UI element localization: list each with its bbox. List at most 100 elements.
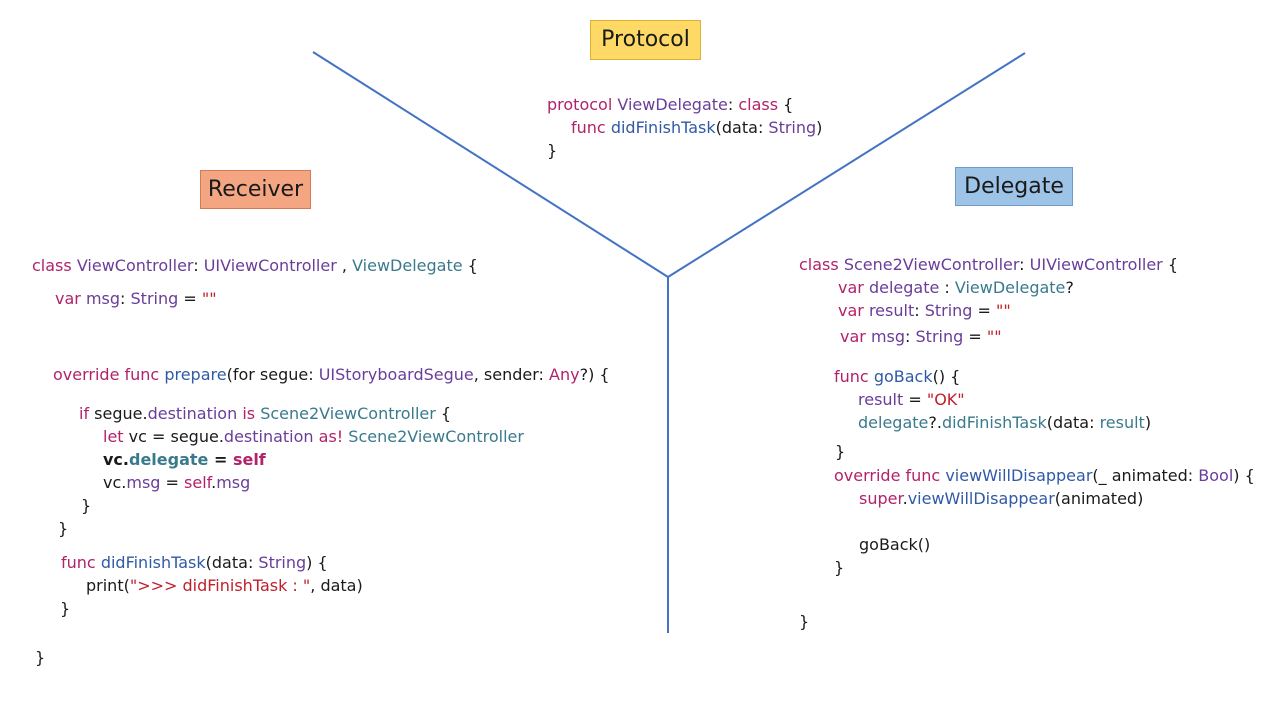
code-token: = — [903, 390, 927, 409]
code-line: vc.delegate = self — [103, 448, 266, 471]
code-token: self — [232, 450, 266, 469]
code-line: result = "OK" — [858, 388, 965, 411]
code-token: String — [258, 553, 307, 572]
code-token: . — [902, 489, 908, 508]
code-token: class — [738, 95, 779, 114]
code-token: class — [799, 255, 839, 274]
code-token: msg — [216, 473, 251, 492]
code-line: var msg: String = "" — [55, 287, 217, 310]
code-line: var delegate : ViewDelegate? — [838, 276, 1074, 299]
code-token: Any — [549, 365, 580, 384]
code-line: if segue.destination is Scene2ViewContro… — [79, 402, 451, 425]
code-token: ?. — [928, 413, 942, 432]
code-token: destination — [223, 427, 314, 446]
code-token: UIViewController — [1029, 255, 1163, 274]
code-token: protocol — [547, 95, 613, 114]
code-token: } — [81, 496, 92, 515]
code-token: : — [120, 289, 131, 308]
code-line: print(">>> didFinishTask : ", data) — [86, 574, 363, 597]
code-token: (data: — [715, 118, 769, 137]
code-token: ) — [1144, 413, 1152, 432]
code-token: . — [211, 473, 217, 492]
code-token: msg — [870, 327, 906, 346]
code-line: class Scene2ViewController: UIViewContro… — [799, 253, 1178, 276]
code-token: , — [336, 256, 353, 275]
code-token: Scene2ViewController — [260, 404, 436, 423]
code-token: } — [60, 599, 71, 618]
code-token: "" — [996, 301, 1011, 320]
code-line: var msg: String = "" — [840, 325, 1002, 348]
code-token: ViewDelegate — [352, 256, 463, 275]
code-token: let — [103, 427, 124, 446]
code-line: vc.msg = self.msg — [103, 471, 250, 494]
code-token: is — [237, 404, 261, 423]
delegate-label: Delegate — [955, 167, 1073, 206]
code-token: as! — [313, 427, 349, 446]
code-token: = — [160, 473, 185, 492]
protocol-code-block: protocol ViewDelegate: class { func didF… — [547, 93, 822, 185]
code-token: } — [834, 558, 845, 577]
code-token: var — [55, 289, 81, 308]
code-token: ( — [123, 576, 130, 595]
code-token: delegate — [129, 450, 209, 469]
code-line: } — [547, 139, 557, 162]
code-token: if — [79, 404, 90, 423]
code-token: func — [61, 553, 96, 572]
code-token: ViewDelegate — [954, 278, 1066, 297]
code-line: protocol ViewDelegate: class { — [547, 93, 793, 116]
code-token: } — [799, 612, 810, 631]
code-token: : — [1019, 255, 1030, 274]
code-token: didFinishTask — [100, 553, 206, 572]
code-token: = — [972, 301, 997, 320]
code-line: override func viewWillDisappear(_ animat… — [834, 464, 1255, 487]
code-line: func didFinishTask(data: String) { — [61, 551, 328, 574]
code-line: var result: String = "" — [838, 299, 1011, 322]
code-line: let vc = segue.destination as! Scene2Vie… — [103, 425, 524, 448]
code-token: didFinishTask — [941, 413, 1047, 432]
code-token: viewWillDisappear — [907, 489, 1055, 508]
code-line: super.viewWillDisappear(animated) — [859, 487, 1143, 510]
code-token: class — [32, 256, 72, 275]
code-token: result — [858, 390, 904, 409]
code-token: ViewDelegate — [617, 95, 728, 114]
code-token: String — [768, 118, 817, 137]
code-token: vc. — [103, 450, 129, 469]
code-token: goBack() — [859, 535, 931, 554]
code-token: } — [547, 141, 558, 160]
code-token: delegate — [868, 278, 940, 297]
code-token: : — [914, 301, 925, 320]
code-token: String — [130, 289, 179, 308]
code-token: didFinishTask — [610, 118, 716, 137]
code-token: prepare — [164, 365, 227, 384]
code-token: String — [924, 301, 973, 320]
code-token: UIViewController — [203, 256, 337, 275]
delegate-code-block: class Scene2ViewController: UIViewContro… — [799, 253, 1255, 631]
code-line: } — [799, 610, 809, 633]
code-token: { — [1162, 255, 1179, 274]
code-token: (_ animated: — [1092, 466, 1199, 485]
code-token: ">>> didFinishTask : " — [129, 576, 311, 595]
code-line: } — [60, 597, 70, 620]
code-token: func — [571, 118, 606, 137]
code-line: func goBack() { — [834, 365, 960, 388]
code-token: delegate — [858, 413, 929, 432]
code-token: : — [905, 327, 916, 346]
code-token: = — [963, 327, 987, 346]
code-token: override func — [53, 365, 160, 384]
code-token: } — [835, 442, 846, 461]
code-token: ViewController — [76, 256, 194, 275]
code-token: Scene2ViewController — [843, 255, 1020, 274]
protocol-label: Protocol — [590, 20, 701, 60]
code-token: msg — [85, 289, 121, 308]
receiver-label: Receiver — [200, 170, 311, 209]
code-line: func didFinishTask(data: String) — [571, 116, 822, 139]
code-token: segue. — [89, 404, 148, 423]
code-line: override func prepare(for segue: UIStory… — [53, 363, 610, 386]
code-token: = — [208, 450, 233, 469]
code-token: : — [727, 95, 739, 114]
code-token: () { — [932, 367, 961, 386]
code-line: } — [835, 440, 845, 463]
code-token: (data: — [1046, 413, 1100, 432]
code-token: goBack — [873, 367, 933, 386]
